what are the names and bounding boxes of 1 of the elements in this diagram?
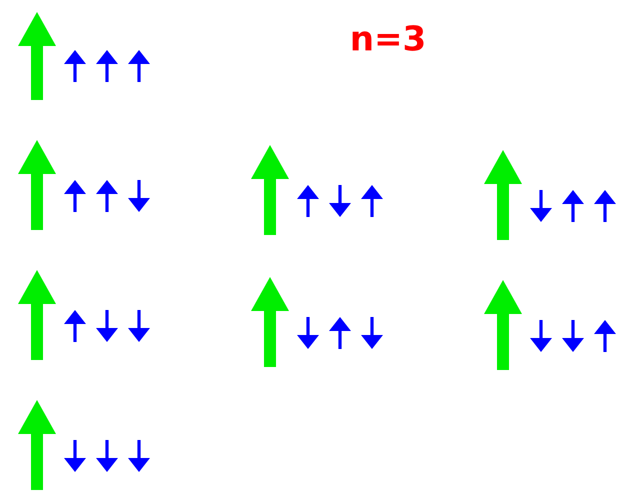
title: n=3 — [352, 25, 424, 51]
